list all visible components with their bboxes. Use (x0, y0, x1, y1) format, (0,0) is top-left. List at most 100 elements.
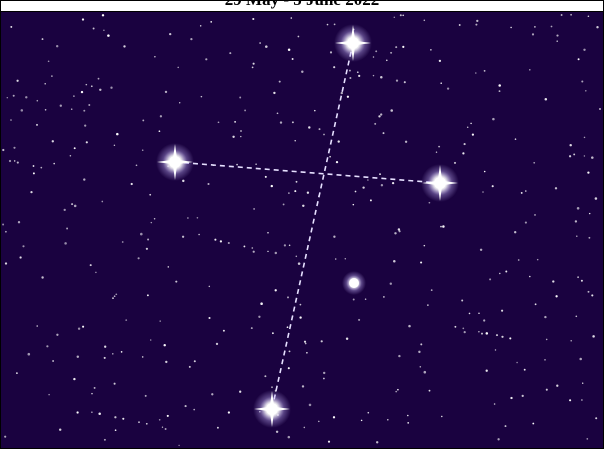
background-star (515, 138, 517, 140)
background-star (362, 186, 364, 188)
background-star (556, 40, 557, 41)
background-star (349, 77, 351, 79)
background-star (159, 130, 161, 132)
background-star (115, 293, 117, 295)
background-star (190, 38, 192, 40)
background-star (115, 429, 117, 431)
background-star (214, 239, 216, 241)
background-star (374, 123, 376, 125)
background-star (556, 35, 558, 37)
background-star (9, 160, 11, 162)
background-star (70, 155, 72, 157)
background-star (545, 98, 548, 101)
background-star (200, 25, 201, 26)
background-star (160, 115, 162, 117)
background-star (288, 192, 289, 193)
background-star (380, 76, 383, 79)
constellation-map (1, 12, 603, 448)
background-star (86, 141, 88, 143)
background-star (596, 26, 598, 28)
background-star (390, 109, 393, 112)
background-star (22, 245, 24, 247)
date-caption-bar: 29 May - 5 June 2022 (1, 1, 603, 12)
background-star (45, 109, 47, 111)
background-star (94, 387, 96, 389)
background-star (73, 95, 75, 97)
background-star (584, 137, 586, 139)
background-star (521, 192, 523, 194)
background-star (408, 325, 411, 328)
background-star (64, 209, 66, 211)
background-star (573, 153, 575, 155)
background-star (251, 247, 253, 249)
background-star (169, 33, 171, 35)
background-star (138, 421, 140, 423)
background-star (165, 428, 167, 430)
background-star (98, 413, 101, 416)
background-star (81, 91, 83, 93)
background-star (154, 218, 156, 220)
background-star (365, 298, 367, 300)
background-star (102, 14, 104, 16)
background-star (10, 26, 12, 28)
background-star (333, 416, 335, 418)
background-star (534, 26, 536, 28)
background-star (83, 178, 85, 180)
background-star (288, 367, 290, 369)
background-star (103, 29, 105, 31)
background-star (464, 331, 466, 333)
background-star (577, 207, 580, 210)
background-star (454, 326, 456, 328)
background-star (56, 45, 58, 47)
background-star (60, 105, 62, 107)
background-star (305, 343, 307, 345)
background-star (461, 300, 463, 302)
background-star (481, 333, 483, 335)
background-star (373, 56, 375, 58)
background-star (216, 343, 218, 345)
background-star (189, 366, 191, 368)
background-star (577, 276, 579, 278)
background-star (272, 332, 274, 334)
background-star (524, 369, 526, 371)
background-star (267, 232, 269, 234)
background-star (323, 372, 325, 374)
background-star (114, 416, 116, 418)
background-star (7, 97, 8, 98)
background-star (122, 418, 124, 420)
background-star (178, 445, 179, 446)
background-star (308, 126, 310, 128)
background-star (2, 149, 4, 151)
background-star (14, 160, 16, 162)
background-star (145, 395, 147, 397)
background-star (33, 165, 35, 167)
background-star (420, 343, 422, 345)
background-star (198, 234, 200, 236)
background-star (44, 83, 46, 85)
background-star (462, 328, 464, 330)
background-star (140, 233, 143, 236)
background-star (5, 262, 7, 264)
background-star (436, 151, 437, 152)
background-star (223, 330, 225, 332)
background-star (162, 427, 163, 428)
background-star (59, 428, 61, 430)
background-star (394, 232, 396, 234)
background-star (424, 371, 427, 374)
background-star (407, 422, 409, 424)
background-star (236, 164, 238, 166)
background-star (335, 258, 337, 260)
background-star (395, 46, 397, 48)
background-star (136, 164, 138, 166)
background-star (51, 75, 53, 77)
background-star (429, 202, 431, 204)
background-star (501, 336, 503, 338)
background-star (64, 242, 67, 245)
background-star (441, 416, 442, 417)
background-star (336, 161, 338, 163)
background-star (197, 217, 199, 219)
background-star (398, 355, 400, 357)
background-star (41, 276, 43, 278)
background-star (591, 156, 594, 159)
background-star (498, 84, 501, 87)
